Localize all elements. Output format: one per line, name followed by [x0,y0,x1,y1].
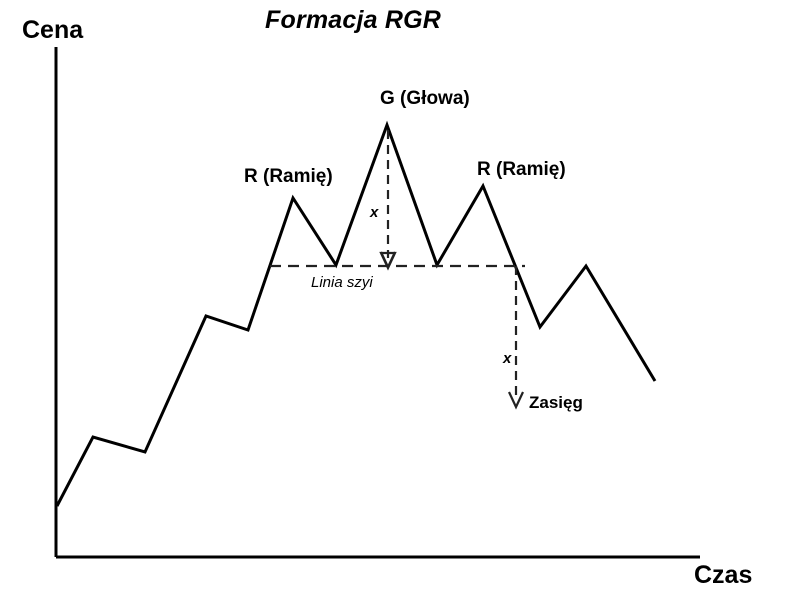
target-label: Zasięg [529,393,583,412]
price-series-group [55,120,657,507]
left-shoulder-label: R (Ramię) [244,166,333,187]
axes-group [54,47,700,559]
neckline-label: Linia szyi [311,274,373,291]
target-measure-arrow-tip [508,391,524,410]
y-axis-label: Cena [22,16,84,44]
price-line [55,120,657,507]
head-measure-label: x [370,204,379,221]
target-measure-label: x [503,350,512,367]
target-measure-group [508,266,524,410]
page-title: Formacja RGR [265,6,442,34]
right-shoulder-label: R (Ramię) [477,159,566,180]
head-measure-group [379,130,397,271]
x-axis-label: Czas [694,561,753,589]
head-label: G (Głowa) [380,88,470,109]
head-measure-arrow-tip [380,251,396,270]
